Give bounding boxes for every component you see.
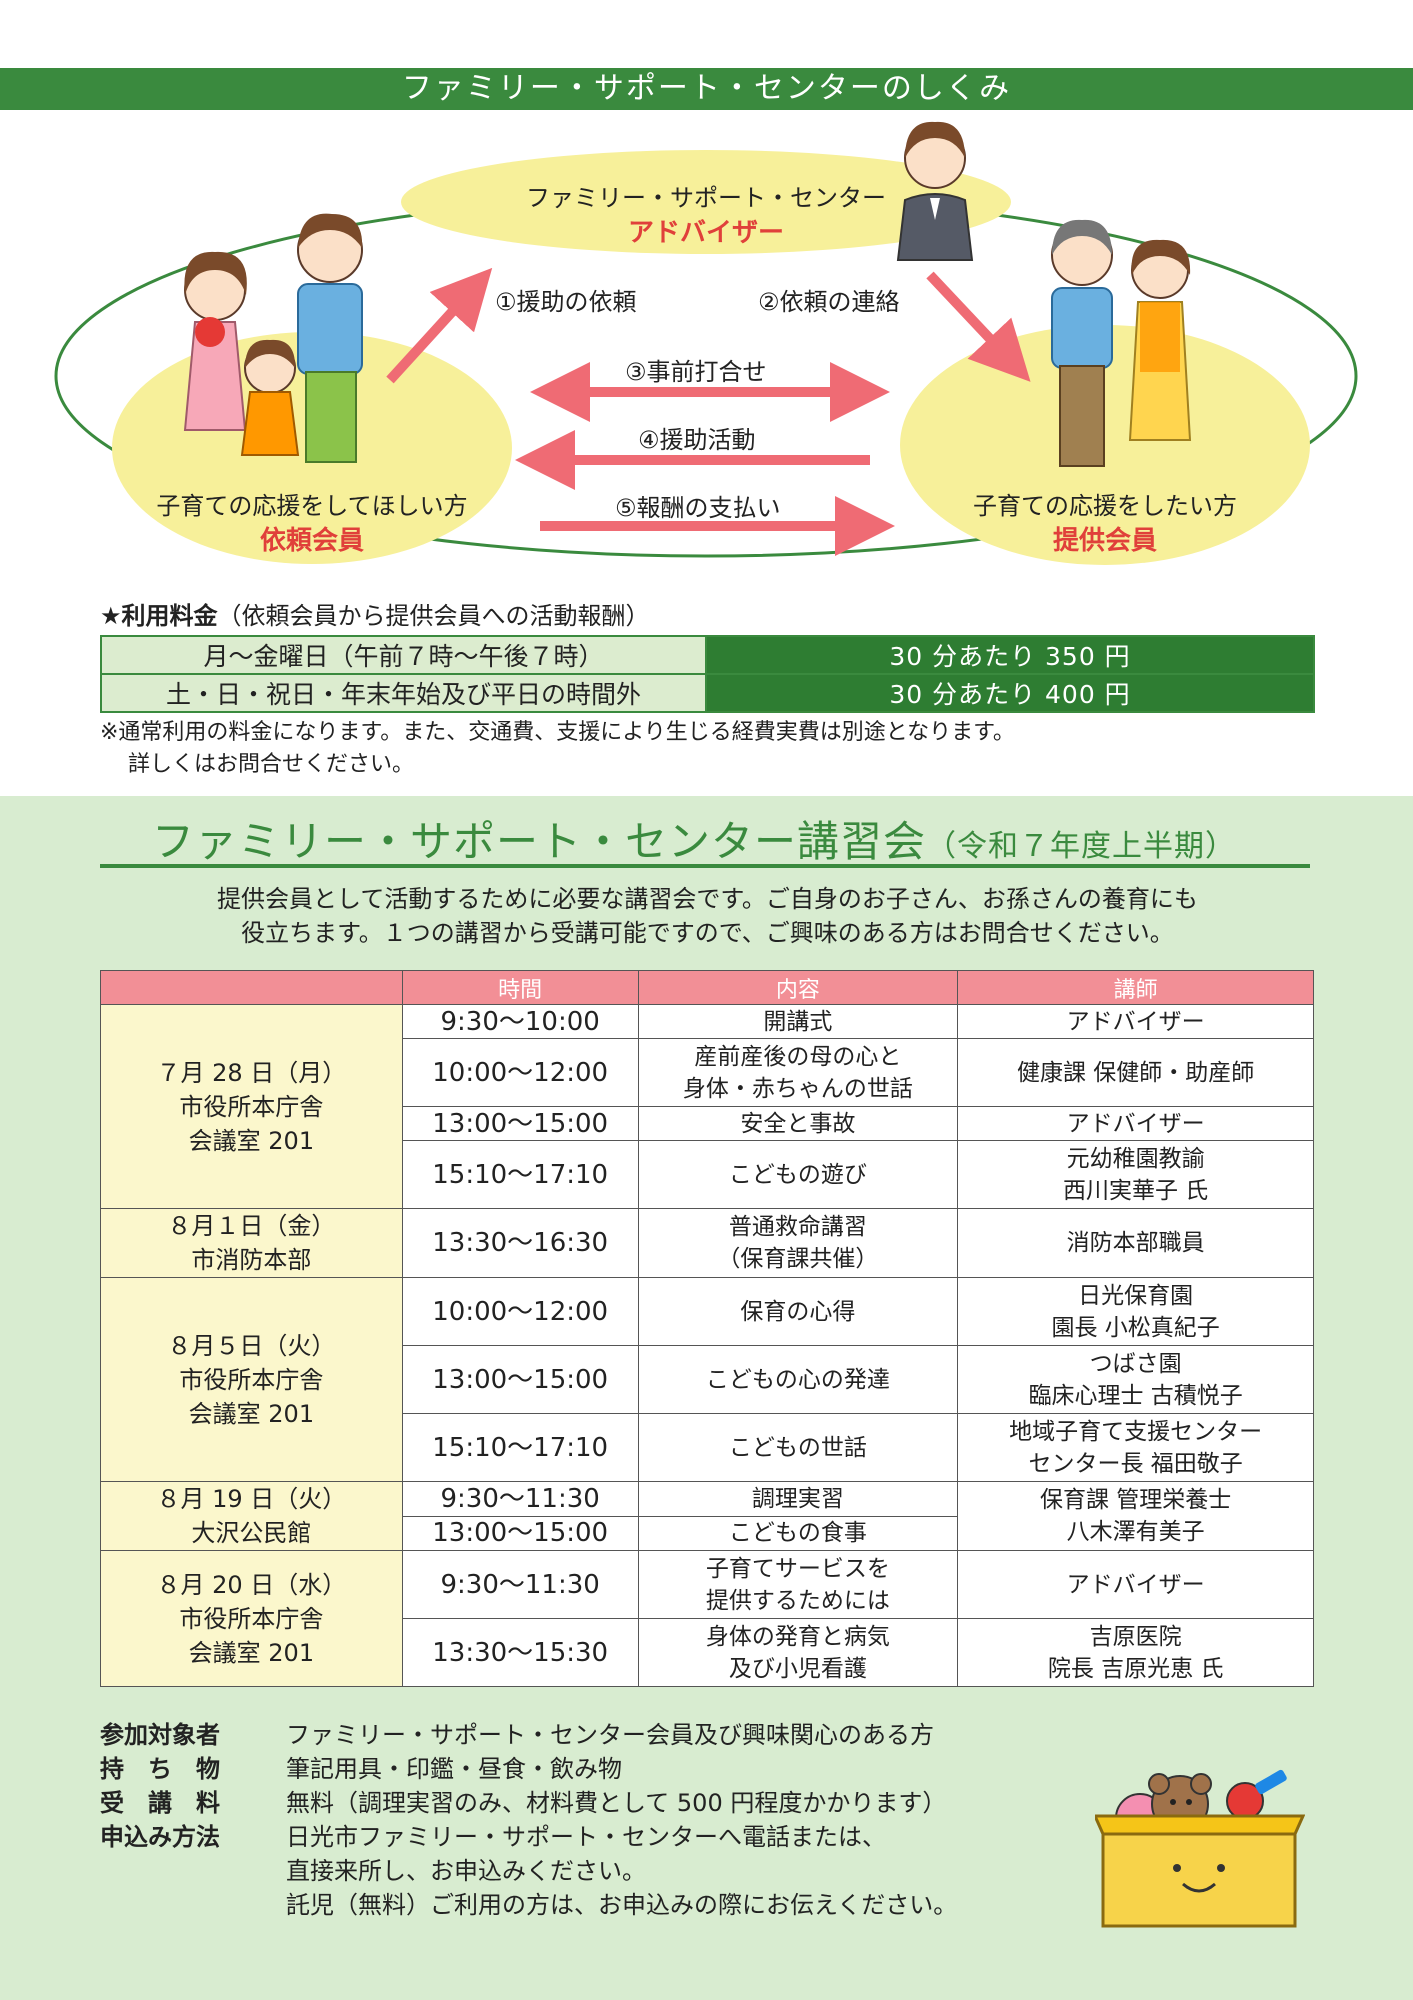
lecturer-cell: 保育課 管理栄養士八木澤有美子 [957,1481,1314,1551]
header-blank [100,970,403,1005]
page-title-bar: ファミリー・サポート・センターのしくみ [0,68,1413,110]
schedule-header: 時間 内容 講師 [100,970,1314,1005]
provider-label: 子育ての応援をしたい方 [973,492,1237,520]
time-cell: 13:30～15:30 [401,1618,639,1687]
info-items: 持 ち 物筆記用具・印鑑・昼食・飲み物 [100,1755,622,1783]
content-cell: こどもの心の発達 [637,1345,959,1414]
day-cell: ８月５日（火）市役所本庁舎会議室 201 [100,1277,403,1482]
advisor-oval [401,150,1011,254]
course-title-underline [100,864,1310,868]
time-cell: 13:00～15:00 [401,1106,639,1141]
provider-illustration [1051,219,1192,467]
step-1-label: ①援助の依頼 [495,288,637,316]
family-illustration [183,213,363,463]
day-cell: ８月 20 日（水）市役所本庁舎会議室 201 [100,1550,403,1687]
lecturer-cell: 地域子育て支援センターセンター長 福田敬子 [957,1413,1314,1482]
table-row: 10:00～12:00 産前産後の母の心と身体・赤ちゃんの世話 健康課 保健師・… [101,1038,1314,1107]
step-3-label: ③事前打合せ [625,358,767,386]
content-cell: こどもの食事 [637,1515,959,1551]
header-content: 内容 [637,970,959,1005]
time-cell: 13:30～16:30 [401,1208,639,1278]
time-cell: 9:30～10:00 [401,1004,639,1039]
day-cell: ７月 28 日（月）市役所本庁舎会議室 201 [100,1004,403,1209]
content-cell: 開講式 [637,1004,959,1039]
table-row: 13:00～15:00 こどもの心の発達 つばさ園臨床心理士 古積悦子 [101,1345,1314,1414]
fees-table: 月～金曜日（午前７時～午後７時） 30 分あたり 350 円 土・日・祝日・年末… [100,635,1315,713]
content-cell: 調理実習 [637,1481,959,1517]
time-cell: 13:00～15:00 [401,1345,639,1414]
time-cell: 10:00～12:00 [401,1277,639,1346]
table-row: 13:30～15:30 身体の発育と病気及び小児看護 吉原医院院長 吉原光恵 氏 [101,1618,1314,1687]
info-target: 参加対象者ファミリー・サポート・センター会員及び興味関心のある方 [100,1721,934,1749]
lecturer-cell: アドバイザー [957,1106,1314,1141]
step-5-label: ⑤報酬の支払い [615,494,781,522]
course-intro: 提供会員として活動するために必要な講習会です。ご自身のお子さん、お孫さんの養育に… [217,885,1198,947]
course-schedule-table: 時間 内容 講師 ７月 28 日（月）市役所本庁舎会議室 201 9:30～10… [100,970,1314,1687]
lecturer-cell: 消防本部職員 [957,1208,1314,1278]
content-cell: 保育の心得 [637,1277,959,1346]
time-cell: 13:00～15:00 [401,1515,639,1551]
info-apply: 申込み方法 日光市ファミリー・サポート・センターへ電話または、直接来所し、お申込… [100,1823,958,1919]
course-title: ファミリー・サポート・センター講習会（令和７年度上半期） [152,817,1237,866]
content-cell: 身体の発育と病気及び小児看護 [637,1618,959,1687]
arrow-contact [926,271,1031,382]
header-time: 時間 [401,970,639,1005]
content-cell: こどもの世話 [637,1413,959,1482]
diagram-graphics [54,121,1358,565]
toybox-icon [1095,1769,1305,1928]
advisor-role: アドバイザー [627,218,784,248]
advisor-illustration [896,121,974,261]
step-2-label: ②依頼の連絡 [758,288,900,316]
content-cell: 安全と事故 [637,1106,959,1141]
requester-label: 子育ての応援をしてほしい方 [156,492,468,520]
table-row: 13:00～15:00 こどもの食事 [101,1515,1314,1551]
arrow-request [386,267,493,384]
lecturer-cell: 吉原医院院長 吉原光恵 氏 [957,1618,1314,1687]
table-row: ８月５日（火）市役所本庁舎会議室 201 10:00～12:00 保育の心得 日… [100,1277,1314,1482]
advisor-label: ファミリー・サポート・センター [526,184,886,212]
table-row: ７月 28 日（月）市役所本庁舎会議室 201 9:30～10:00 開講式 ア… [100,1004,1314,1209]
fees-note: ※通常利用の料金になります。また、交通費、支援により生じる経費実費は別途となりま… [100,720,1015,777]
lecturer-cell: アドバイザー [957,1550,1314,1619]
content-cell: 普通救命講習（保育課共催） [637,1208,959,1278]
table-row: 13:00～15:00 安全と事故 アドバイザー [101,1106,1314,1141]
time-cell: 9:30～11:30 [401,1481,639,1517]
fee-row: 月～金曜日（午前７時～午後７時） 30 分あたり 350 円 [100,635,1315,675]
info-fee: 受 講 料無料（調理実習のみ、材料費として 500 円程度かかります） [100,1789,947,1817]
fee-row: 土・日・祝日・年末年始及び平日の時間外 30 分あたり 400 円 [100,673,1315,713]
fee-price: 30 分あたり 400 円 [705,673,1315,713]
table-row: ８月 20 日（水）市役所本庁舎会議室 201 9:30～11:30 子育てサー… [100,1550,1314,1687]
header-lecturer: 講師 [957,970,1314,1005]
requester-role: 依頼会員 [259,526,364,556]
content-cell: こどもの遊び [637,1140,959,1209]
time-cell: 9:30～11:30 [401,1550,639,1619]
content-cell: 子育てサービスを提供するためには [637,1550,959,1619]
fees-section: ★利用料金（依頼会員から提供会員への活動報酬） 月～金曜日（午前７時～午後７時）… [100,596,1315,781]
day-cell: ８月１日（金）市消防本部 [100,1208,403,1278]
lecturer-cell: 日光保育園園長 小松真紀子 [957,1277,1314,1346]
table-row: 15:10～17:10 こどもの遊び 元幼稚園教諭西川実華子 氏 [101,1140,1314,1209]
info-section: 参加対象者ファミリー・サポート・センター会員及び興味関心のある方 持 ち 物筆記… [100,1718,1060,1922]
fees-title: ★利用料金（依頼会員から提供会員への活動報酬） [100,602,650,630]
fee-label: 土・日・祝日・年末年始及び平日の時間外 [100,673,707,713]
provider-role: 提供会員 [1052,526,1157,556]
day-cell: ８月 19 日（火）大沢公民館 [100,1481,403,1551]
table-row: ８月 19 日（火）大沢公民館 9:30～11:30 調理実習 保育課 管理栄養… [100,1481,1314,1551]
fee-label: 月～金曜日（午前７時～午後７時） [100,635,707,675]
table-row: 15:10～17:10 こどもの世話 地域子育て支援センターセンター長 福田敬子 [101,1413,1314,1482]
time-cell: 15:10～17:10 [401,1140,639,1209]
system-diagram: ファミリー・サポート・センター アドバイザー ①援助の依頼 ②依頼の連絡 ③事前… [0,110,1413,590]
fee-price: 30 分あたり 350 円 [705,635,1315,675]
time-cell: 10:00～12:00 [401,1038,639,1107]
time-cell: 15:10～17:10 [401,1413,639,1482]
content-cell: 産前産後の母の心と身体・赤ちゃんの世話 [637,1038,959,1107]
lecturer-cell: 元幼稚園教諭西川実華子 氏 [957,1140,1314,1209]
lecturer-cell: 健康課 保健師・助産師 [957,1038,1314,1107]
step-4-label: ④援助活動 [638,426,756,454]
lecturer-cell: アドバイザー [957,1004,1314,1039]
table-row: ８月１日（金）市消防本部 13:30～16:30 普通救命講習（保育課共催） 消… [100,1208,1314,1278]
lecturer-cell: つばさ園臨床心理士 古積悦子 [957,1345,1314,1414]
